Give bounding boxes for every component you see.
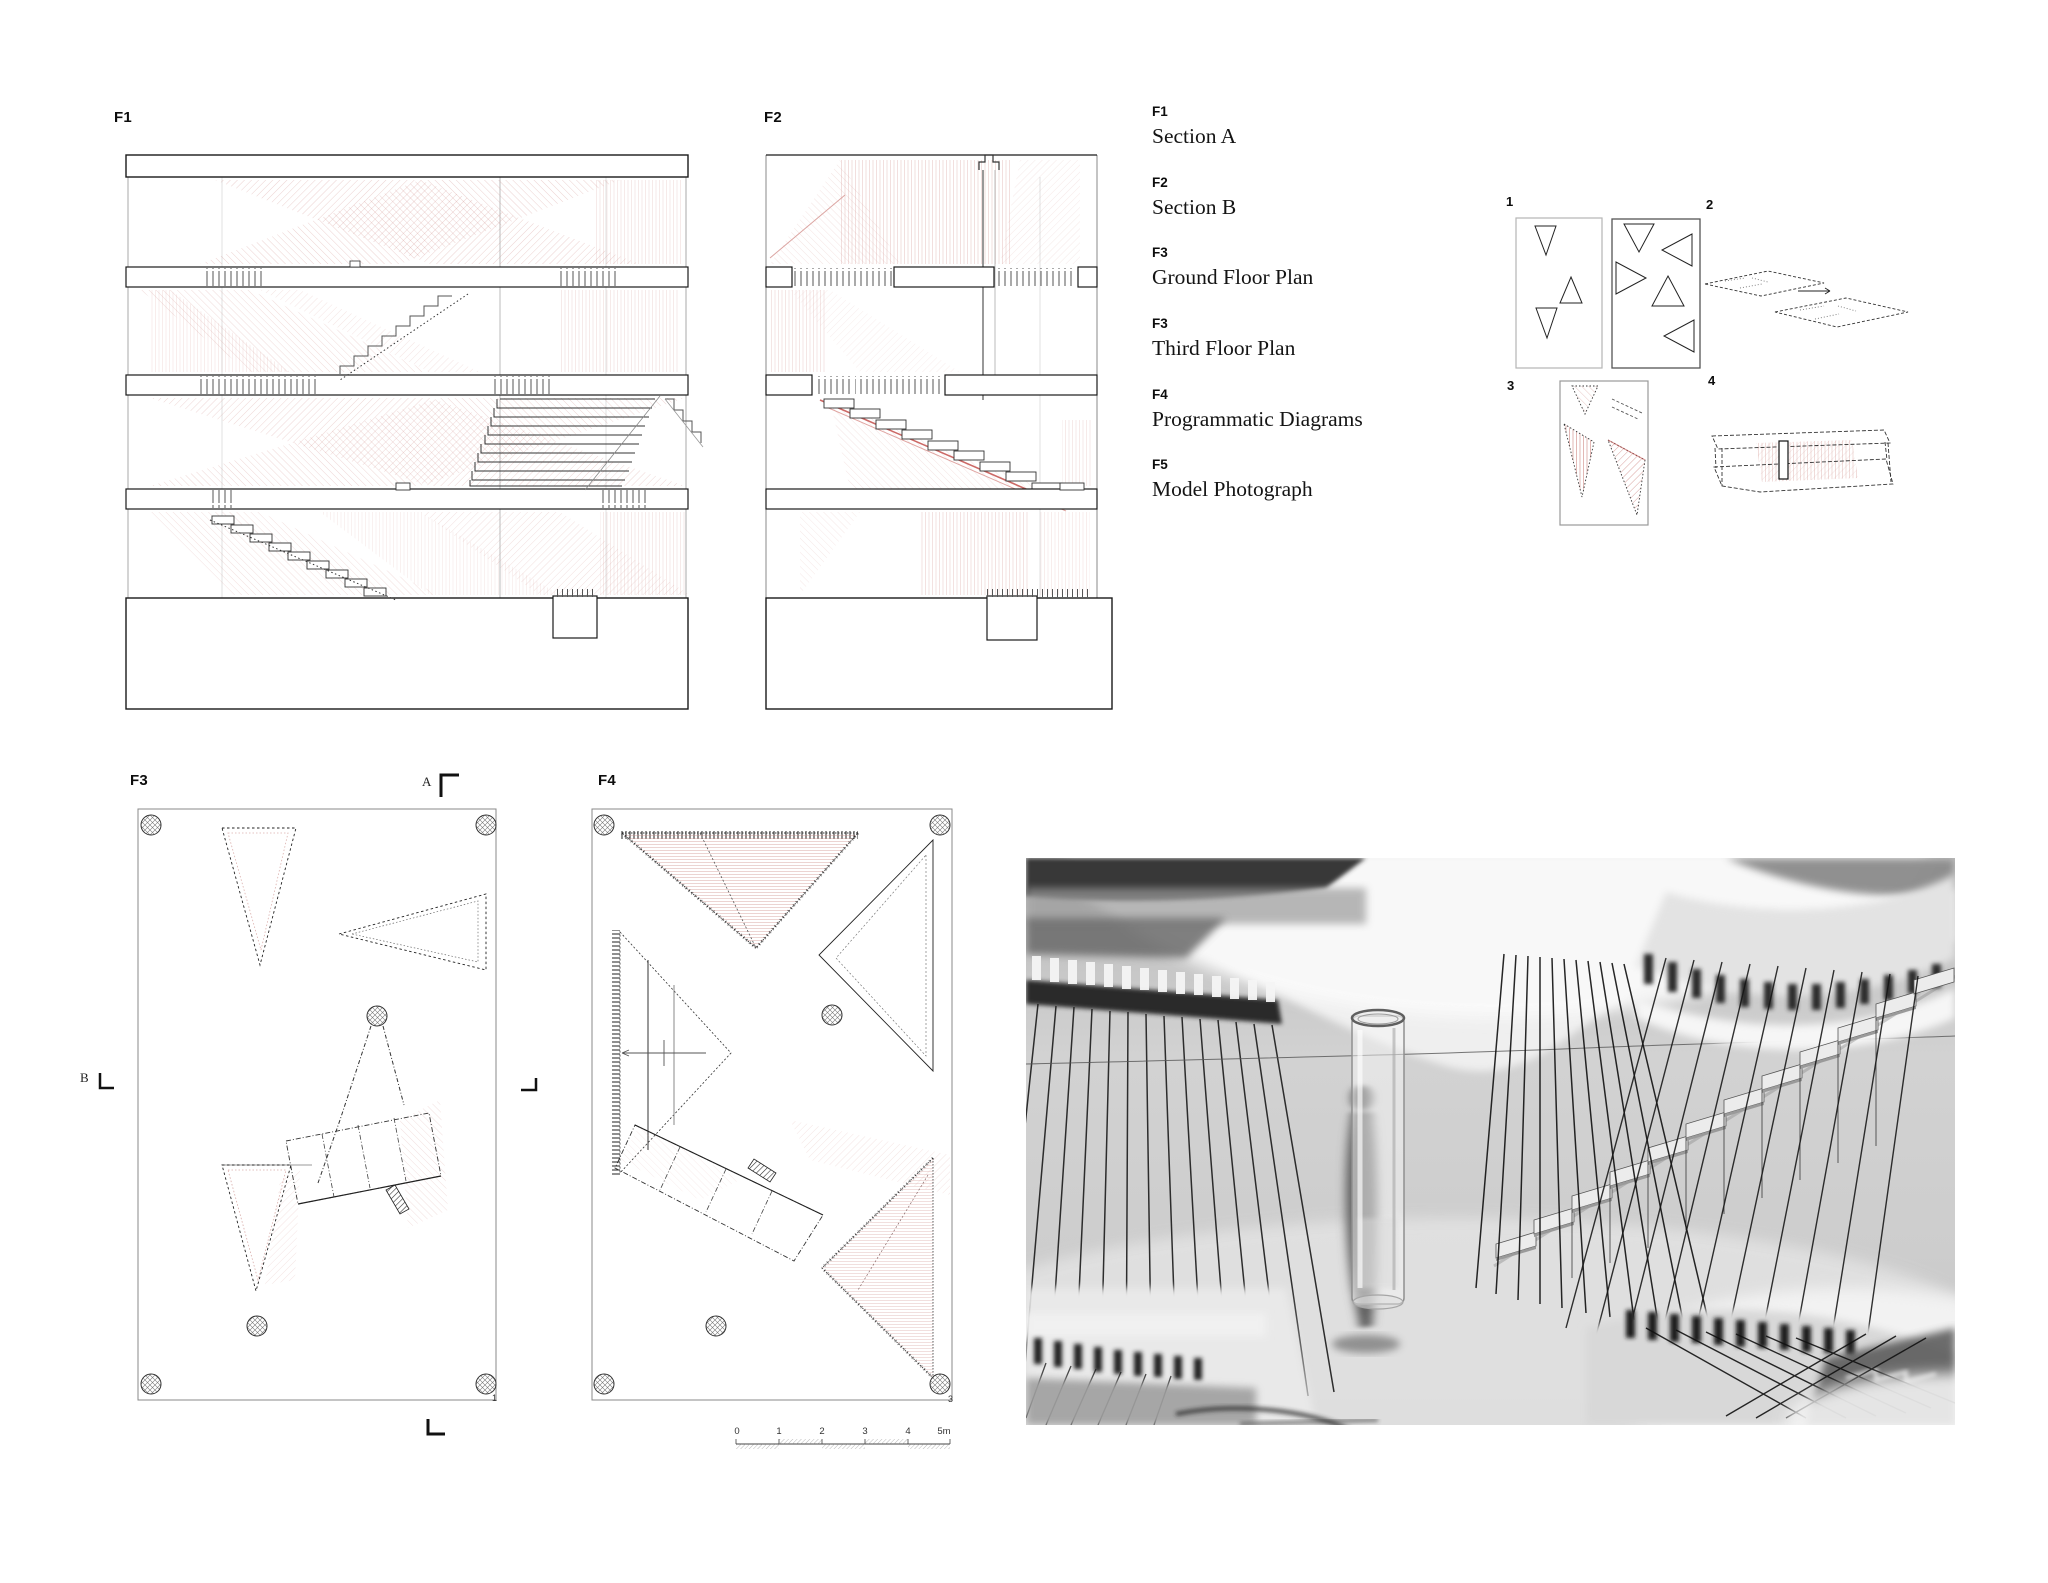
legend-code: F2	[1152, 174, 1168, 190]
diagram-3	[1559, 380, 1649, 526]
figure-legend: F1 Section A F2 Section B F3 Ground Floo…	[1152, 104, 1492, 528]
scale-label-3: 3	[862, 1426, 868, 1437]
diagram-2-plan-sequence	[1704, 270, 1909, 328]
legend-item-model-photograph: F5 Model Photograph	[1152, 457, 1492, 502]
diagram-1-number: 1	[1506, 194, 1514, 209]
f3-plan-drawing	[137, 808, 497, 1401]
acrylic-cylinder	[1350, 1008, 1406, 1310]
legend-item-third-floor-plan: F3 Third Floor Plan	[1152, 316, 1492, 361]
f3-grid-number: 1	[492, 1393, 498, 1403]
scale-label-2: 2	[819, 1426, 825, 1437]
diagram-1	[1515, 217, 1603, 369]
scale-bar	[735, 1439, 951, 1449]
legend-item-section-b: F2 Section B	[1152, 175, 1492, 220]
legend-code: F3	[1152, 315, 1168, 331]
section-a-letter: A	[422, 774, 432, 789]
f2-section-drawing	[765, 154, 1113, 710]
legend-item-section-a: F1 Section A	[1152, 104, 1492, 149]
diagram-2-number: 2	[1706, 197, 1714, 212]
legend-code: F4	[1152, 386, 1168, 402]
scale-label-1: 1	[776, 1426, 782, 1437]
diagram-2	[1611, 218, 1701, 369]
legend-code: F1	[1152, 104, 1168, 119]
model-photograph	[1026, 858, 1955, 1425]
legend-name: Model Photograph	[1152, 477, 1313, 502]
legend-name: Ground Floor Plan	[1152, 265, 1314, 290]
legend-name: Third Floor Plan	[1152, 335, 1296, 360]
f3-drawing-label: F3	[130, 772, 148, 789]
scale-label-5m: 5m	[937, 1426, 951, 1437]
f2-drawing-label: F2	[764, 109, 782, 126]
model-photo-art	[1026, 858, 1955, 1425]
legend-name: Section B	[1152, 194, 1237, 219]
scale-label-0: 0	[734, 1426, 740, 1437]
legend-item-ground-floor-plan: F3 Ground Floor Plan	[1152, 245, 1492, 290]
legend-code: F5	[1152, 457, 1168, 473]
f4-drawing-label: F4	[598, 772, 616, 789]
legend-item-programmatic-diagrams: F4 Programmatic Diagrams	[1152, 387, 1492, 432]
f4-plan-drawing	[591, 808, 953, 1401]
f1-drawing-label: F1	[114, 109, 132, 126]
section-cut-markers	[98, 773, 538, 1436]
scale-label-4: 4	[905, 1426, 911, 1437]
legend-name: Programmatic Diagrams	[1152, 406, 1363, 431]
legend-name: Section A	[1152, 124, 1237, 148]
diagram-4-number: 4	[1708, 373, 1716, 388]
f1-section-drawing	[125, 154, 704, 710]
legend-code: F3	[1152, 245, 1168, 261]
diagram-4	[1711, 429, 1894, 493]
f4-grid-number: 3	[948, 1394, 954, 1404]
diagram-3-number: 3	[1507, 378, 1515, 393]
section-b-letter: B	[80, 1070, 89, 1085]
